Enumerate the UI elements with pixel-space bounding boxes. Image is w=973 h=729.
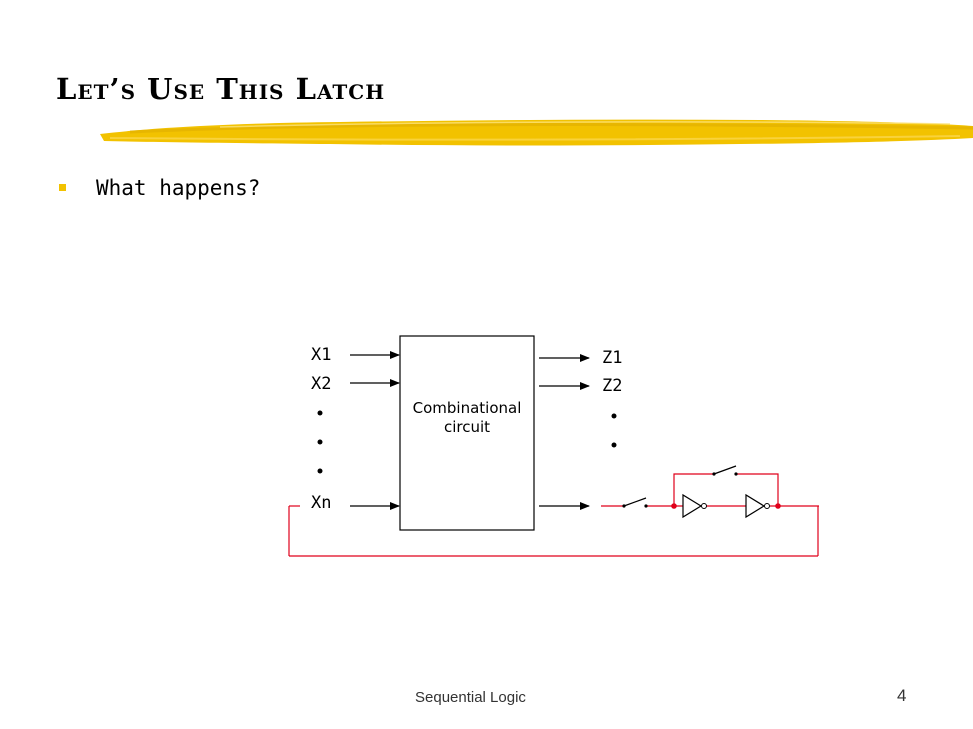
input-ellipsis-dot (317, 410, 323, 416)
feedback-wire (288, 473, 819, 557)
slide-footer: Sequential Logic (415, 689, 526, 706)
output-label-z1: Z1 (602, 348, 623, 368)
output-ellipsis-dot (611, 413, 617, 419)
not-gate-icon (682, 493, 707, 519)
output-label-z2: Z2 (602, 376, 623, 396)
box-label-line2: circuit (443, 418, 491, 436)
not-gate-icon (745, 493, 770, 519)
bullet-text: What happens? (96, 176, 261, 200)
input-label-x2: X2 (311, 374, 332, 394)
junction-dot (671, 503, 677, 509)
input-ellipsis-dot (317, 468, 323, 474)
output-ellipsis-dot (611, 442, 617, 448)
slide-title: Let’s Use This Latch (56, 72, 386, 106)
input-label-xn: Xn (311, 493, 332, 513)
title-underline-brush (100, 119, 973, 146)
switch-icon (712, 465, 738, 476)
input-label-x1: X1 (311, 345, 332, 365)
combinational-circuit-box (399, 335, 535, 531)
square-bullet-icon (59, 184, 66, 191)
switch-icon (622, 497, 648, 508)
input-ellipsis-dot (317, 439, 323, 445)
box-label-line1: Combinational (412, 399, 522, 417)
junction-dot (775, 503, 781, 509)
page-number: 4 (897, 686, 907, 705)
combinational-circuit-label: Combinational circuit (400, 399, 534, 437)
